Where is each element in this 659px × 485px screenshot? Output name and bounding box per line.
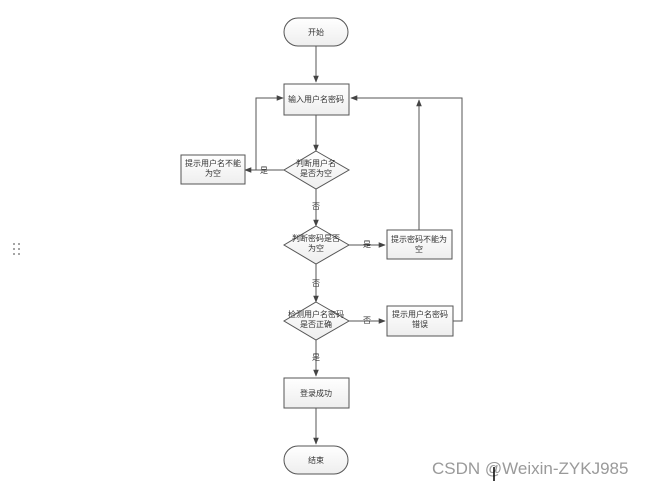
check-username-decision xyxy=(283,150,351,190)
login-success-label: 登录成功 xyxy=(300,388,332,398)
start-terminator xyxy=(283,17,349,47)
end-label: 结束 xyxy=(308,455,324,465)
input-box xyxy=(283,83,350,116)
username-empty-label: 提示用户名不能为空 xyxy=(185,158,241,178)
credentials-error-label: 提示用户名密码错误 xyxy=(392,309,448,329)
verify-credentials-decision xyxy=(283,301,351,341)
edge-label-yes-2: 是 xyxy=(363,240,371,249)
edge-label-yes-3: 是 xyxy=(312,353,320,362)
drag-handle-icon[interactable] xyxy=(13,243,23,259)
check-password-label: 判断密码是否为空 xyxy=(292,233,340,253)
edge-label-no-2: 否 xyxy=(312,279,320,288)
end-terminator xyxy=(283,445,349,475)
edge-msg3-input xyxy=(350,95,463,322)
watermark: CSDN @Weixin-ZYKJ985 xyxy=(432,459,628,478)
input-label: 输入用户名密码 xyxy=(288,94,344,104)
verify-credentials-label: 检测用户名密码是否正确 xyxy=(288,309,344,329)
credentials-error-box xyxy=(386,305,454,337)
edge-label-yes-1: 是 xyxy=(260,166,268,175)
edge-label-no-3: 否 xyxy=(363,316,371,325)
password-empty-label: 提示密码不能为空 xyxy=(391,234,447,254)
password-empty-box xyxy=(386,229,453,260)
username-empty-box xyxy=(180,154,246,185)
edge-label-no-1: 否 xyxy=(312,202,320,211)
edge-msg1-input xyxy=(255,95,284,170)
check-password-decision xyxy=(283,225,351,265)
start-label: 开始 xyxy=(308,27,324,37)
check-username-label: 判断用户名是否为空 xyxy=(296,158,336,178)
login-success-box xyxy=(283,377,350,409)
